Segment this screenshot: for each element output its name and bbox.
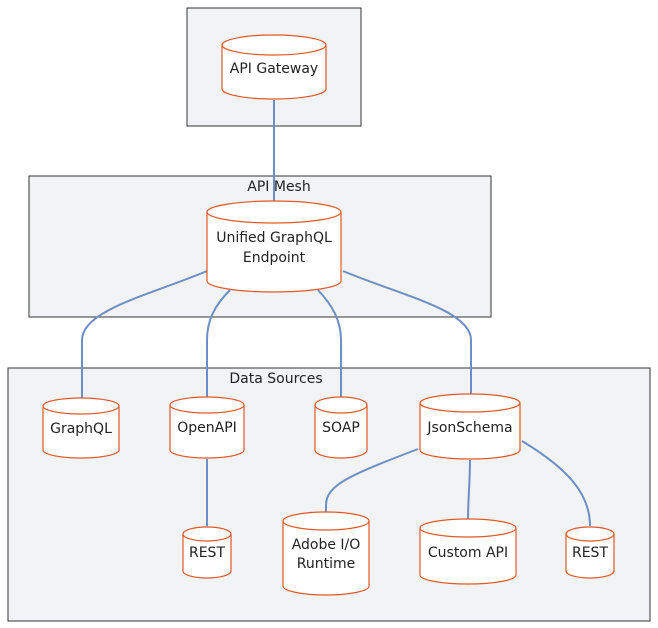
unified-graphql-endpoint-node: Unified GraphQL Endpoint [206,200,342,293]
edge-unified-soap [317,289,342,397]
edge-jsonschema-rest [521,440,591,527]
openapi-node: OpenAPI [169,396,245,459]
rest-openapi-node: REST [182,526,232,579]
data-sources-title: Data Sources [229,371,322,387]
edge-unified-jsonschema [342,270,472,395]
adobe-io-runtime-node: Adobe I/O Runtime [282,511,370,596]
rest-openapi-label: REST [189,545,225,561]
rest-jsonschema-label: REST [572,545,608,561]
api-gateway-label: API Gateway [230,61,318,77]
custom-api-label: Custom API [428,545,508,561]
jsonschema-label: JsonSchema [426,420,512,436]
graphql-node: GraphQL [42,397,120,459]
api-gateway-node: API Gateway [221,34,327,100]
custom-api-node: Custom API [419,518,517,585]
rest-jsonschema-node: REST [565,526,615,579]
soap-label: SOAP [322,420,360,436]
openapi-label: OpenAPI [177,420,237,436]
adobe-io-label-line2: Runtime [297,556,355,572]
graphql-label: GraphQL [50,421,112,437]
edge-unified-openapi [206,289,231,397]
unified-endpoint-label-line2: Endpoint [243,250,306,266]
unified-endpoint-label-line1: Unified GraphQL [216,230,332,246]
jsonschema-node: JsonSchema [419,393,521,460]
edge-jsonschema-custom [467,459,471,521]
adobe-io-label-line1: Adobe I/O [292,537,361,553]
edge-unified-graphql [81,270,208,398]
api-mesh-title: API Mesh [247,179,310,195]
edge-jsonschema-adobe [325,448,419,512]
soap-node: SOAP [314,396,368,459]
